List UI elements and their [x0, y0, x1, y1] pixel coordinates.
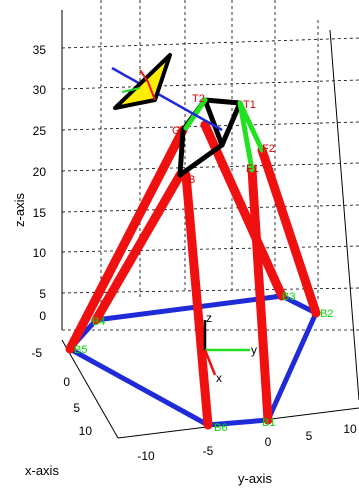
leg — [91, 170, 185, 325]
grid-line — [61, 79, 359, 90]
x-axis-line — [61, 339, 119, 439]
x-tick-label: 5 — [73, 401, 80, 415]
grid-line — [61, 121, 359, 131]
axis-frame — [61, 10, 359, 439]
base-label: B2 — [320, 308, 333, 320]
z-tick-label: 5 — [39, 287, 46, 301]
platform-edge — [177, 142, 225, 178]
x-ticks: -5 0 5 10 — [31, 346, 92, 438]
top-label: T2 — [192, 93, 205, 105]
top-label: G — [172, 125, 181, 137]
frame-label-z: z — [206, 311, 212, 325]
platform-edge — [202, 97, 225, 148]
z-axis-label: z-axis — [12, 193, 27, 227]
frame-label-x: x — [216, 371, 222, 385]
y-tick-label: 10 — [343, 422, 357, 436]
grid-line — [61, 37, 359, 49]
frame-label-y: y — [251, 343, 257, 357]
top-label: F1 — [246, 163, 259, 175]
grid-line — [61, 204, 359, 213]
top-labels: T1 T2 B G F1 F2 — [172, 93, 275, 186]
leg — [65, 125, 188, 354]
base-labels: B1 B6 B3 B2 B4 B5 — [74, 291, 333, 434]
antenna-green-line — [121, 87, 141, 93]
antenna-axis — [111, 66, 223, 132]
y-tick-label: 0 — [265, 435, 272, 449]
base-label: B3 — [282, 291, 295, 303]
top-label: B — [188, 174, 195, 186]
antenna — [113, 53, 172, 110]
z-tick-label: 30 — [33, 83, 47, 97]
base-label: B4 — [92, 316, 105, 328]
x-tick-label: -5 — [31, 346, 42, 360]
y-tick-label: 5 — [306, 429, 313, 443]
y-tick-label: -10 — [137, 449, 155, 463]
x-axis-label: x-axis — [25, 463, 59, 478]
platform-link — [237, 100, 255, 173]
x-tick-label: 10 — [79, 424, 93, 438]
platform-edge — [219, 100, 243, 148]
leg — [200, 120, 287, 301]
frame-x-line — [203, 349, 217, 376]
platform-edge — [177, 127, 186, 178]
base-frame — [203, 320, 250, 376]
platform-edge — [202, 97, 243, 106]
base-label: B5 — [74, 344, 87, 356]
top-platform — [177, 97, 265, 178]
y-axis-label: y-axis — [238, 471, 272, 486]
antenna-red-line — [139, 69, 156, 101]
legs — [65, 120, 321, 430]
grid-line — [61, 245, 359, 253]
base-hexagon — [67, 293, 319, 428]
z-tick-label: 35 — [33, 43, 47, 57]
x-tick-label: 0 — [63, 375, 70, 389]
z-tick-label: 15 — [33, 206, 47, 220]
z-ticks: 35 30 25 20 15 10 5 0 — [33, 43, 47, 323]
top-label: T1 — [243, 99, 256, 111]
leg — [247, 165, 273, 425]
base-label: B6 — [214, 422, 227, 434]
grid-line — [61, 287, 359, 294]
base-label: B1 — [262, 417, 275, 429]
z-tick-label: 10 — [33, 246, 47, 260]
top-label: F2 — [262, 143, 275, 155]
z-tick-label: 25 — [33, 124, 47, 138]
leg — [257, 145, 321, 318]
grid-line — [61, 162, 359, 172]
leg — [181, 170, 213, 430]
y-tick-label: -5 — [203, 444, 214, 458]
z-tick-label: 20 — [33, 165, 47, 179]
z-tick-label: 0 — [39, 309, 46, 323]
x-axis-rear-line — [329, 29, 359, 401]
y-ticks: -10 -5 0 5 10 — [137, 422, 357, 463]
